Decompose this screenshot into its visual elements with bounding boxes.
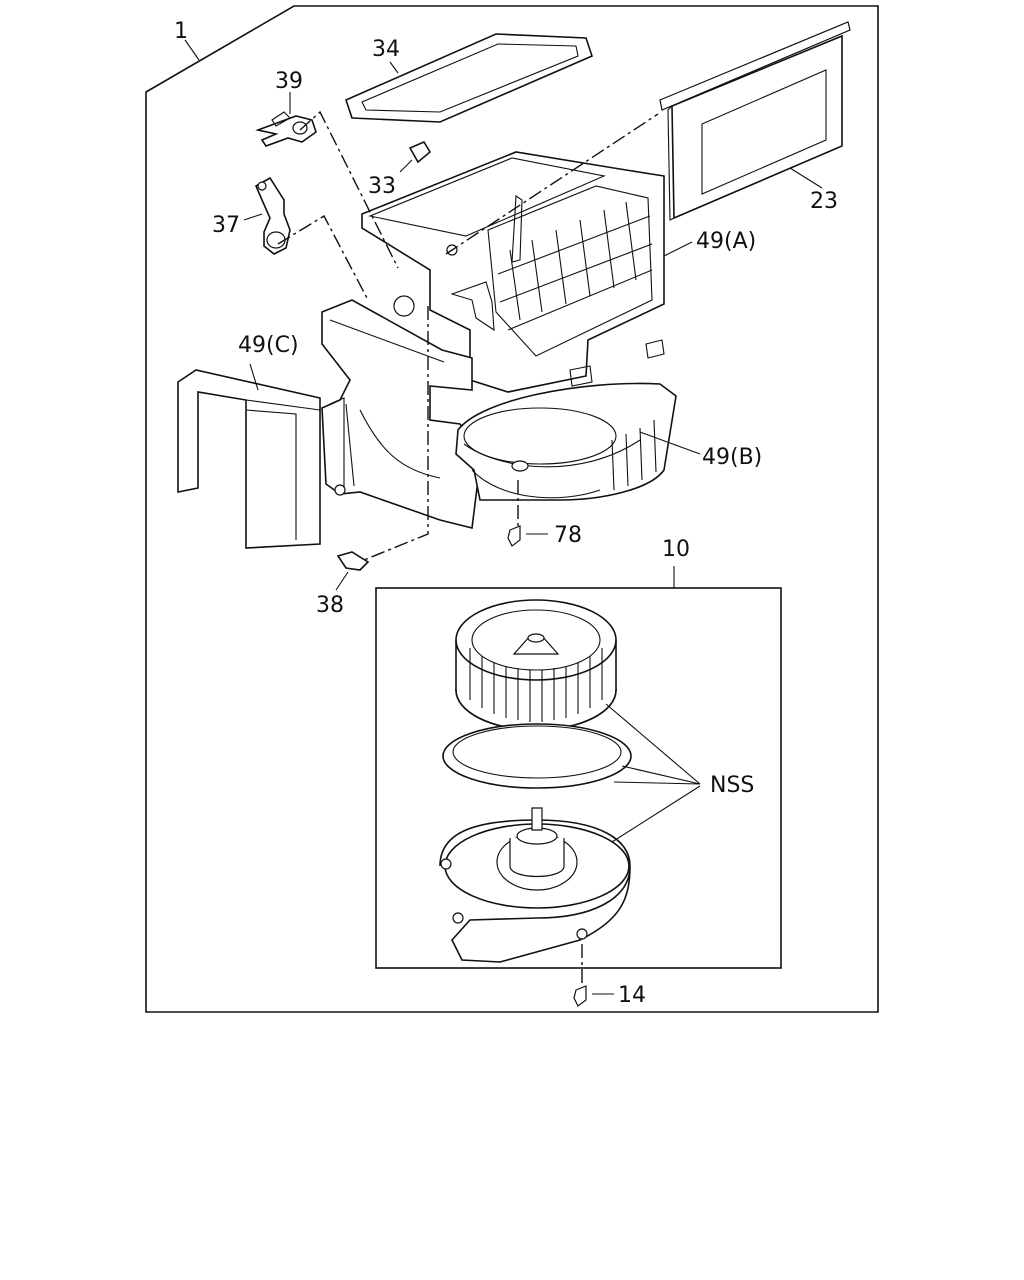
label-39: 39	[275, 69, 303, 94]
blower-motor-part	[439, 807, 631, 963]
label-33: 33	[368, 174, 396, 199]
label-1: 1	[174, 19, 188, 44]
label-nss: NSS	[710, 773, 754, 798]
fan-ring-gasket-part	[442, 723, 632, 789]
label-23: 23	[810, 189, 838, 214]
blower-assembly-box	[375, 587, 782, 969]
lever-lower-part	[243, 176, 291, 255]
label-38: 38	[316, 593, 344, 618]
case-upper-part	[361, 151, 665, 393]
clip-part	[399, 140, 432, 173]
filter-part	[659, 21, 851, 221]
label-49c: 49(C)	[238, 333, 299, 358]
label-10: 10	[662, 537, 690, 562]
label-14: 14	[618, 983, 646, 1008]
case-side-part	[177, 369, 321, 549]
label-49b: 49(B)	[702, 445, 762, 470]
fan-wheel-part	[455, 599, 617, 731]
label-37: 37	[212, 213, 240, 238]
case-scroll-part	[455, 382, 677, 501]
screw-case-part	[507, 525, 548, 547]
assembly-frame	[145, 5, 879, 1013]
lever-upper-part	[255, 92, 317, 147]
label-78: 78	[554, 523, 582, 548]
screw-motor-part	[573, 985, 614, 1007]
label-34: 34	[372, 37, 400, 62]
label-49a: 49(A)	[696, 229, 756, 254]
gasket-top-part	[345, 33, 593, 123]
clip-bottom-part	[335, 551, 370, 591]
